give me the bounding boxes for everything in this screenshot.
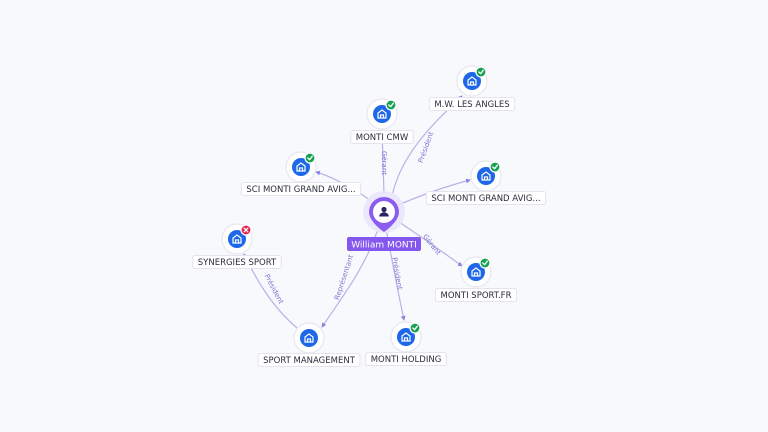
edge-label: Président [390, 257, 404, 291]
cross-icon [240, 224, 252, 236]
node-label: MONTI CMW [356, 133, 409, 143]
company-icon [467, 76, 477, 86]
check-icon [489, 161, 501, 173]
company-node[interactable]: M.W. LES ANGLES [428, 65, 516, 111]
company-icon [296, 162, 306, 172]
person-icon [379, 206, 389, 217]
node-label-box [428, 97, 516, 111]
check-icon [475, 66, 487, 78]
node-label-box [350, 130, 414, 144]
company-icon [401, 332, 411, 342]
node-label: SPORT MANAGEMENT [263, 356, 356, 366]
node-label-box [240, 182, 362, 196]
node-label-box [365, 352, 447, 366]
node-badge [300, 329, 318, 347]
company-icon [377, 109, 387, 119]
center-name: William MONTI [351, 241, 417, 251]
company-icon [481, 171, 491, 181]
edge-label: Président [263, 273, 286, 306]
node-label: MONTI SPORT.FR [441, 291, 512, 301]
company-node[interactable]: SCI MONTI GRAND AVIG... [425, 160, 547, 205]
node-label: SCI MONTI GRAND AVIG... [431, 194, 540, 204]
check-icon [304, 152, 316, 164]
company-node[interactable]: SCI MONTI GRAND AVIG... [240, 151, 362, 196]
company-node[interactable]: SPORT MANAGEMENT [257, 322, 361, 367]
company-node[interactable]: MONTI HOLDING [365, 321, 447, 366]
center-label-box [347, 237, 421, 251]
company-node[interactable]: MONTI CMW [350, 98, 414, 144]
edge-label: Gérant [380, 151, 388, 175]
company-node[interactable]: MONTI SPORT.FR [435, 256, 517, 302]
check-icon [409, 322, 421, 334]
node-label-box [435, 288, 517, 302]
node-label: SYNERGIES SPORT [198, 258, 277, 268]
company-icon [232, 234, 242, 244]
edge-label: Président [417, 130, 436, 164]
node-label: SCI MONTI GRAND AVIG... [246, 185, 355, 195]
check-icon [385, 99, 397, 111]
node-label-box [425, 191, 547, 205]
node-label-box [257, 353, 361, 367]
node-label-box [192, 255, 282, 269]
nodes-layer: MONTI CMW M.W. LES ANGLES SCI MONTI GRAND … [192, 65, 547, 367]
node-label: MONTI HOLDING [371, 355, 442, 365]
edge-line [398, 221, 463, 267]
company-node[interactable]: SYNERGIES SPORT [192, 223, 282, 269]
node-label: M.W. LES ANGLES [434, 100, 509, 110]
edge-label: Gérant [421, 233, 442, 257]
company-icon [304, 333, 314, 343]
company-icon [471, 267, 481, 277]
center-person-node[interactable]: William MONTI [347, 191, 421, 251]
check-icon [479, 257, 491, 269]
